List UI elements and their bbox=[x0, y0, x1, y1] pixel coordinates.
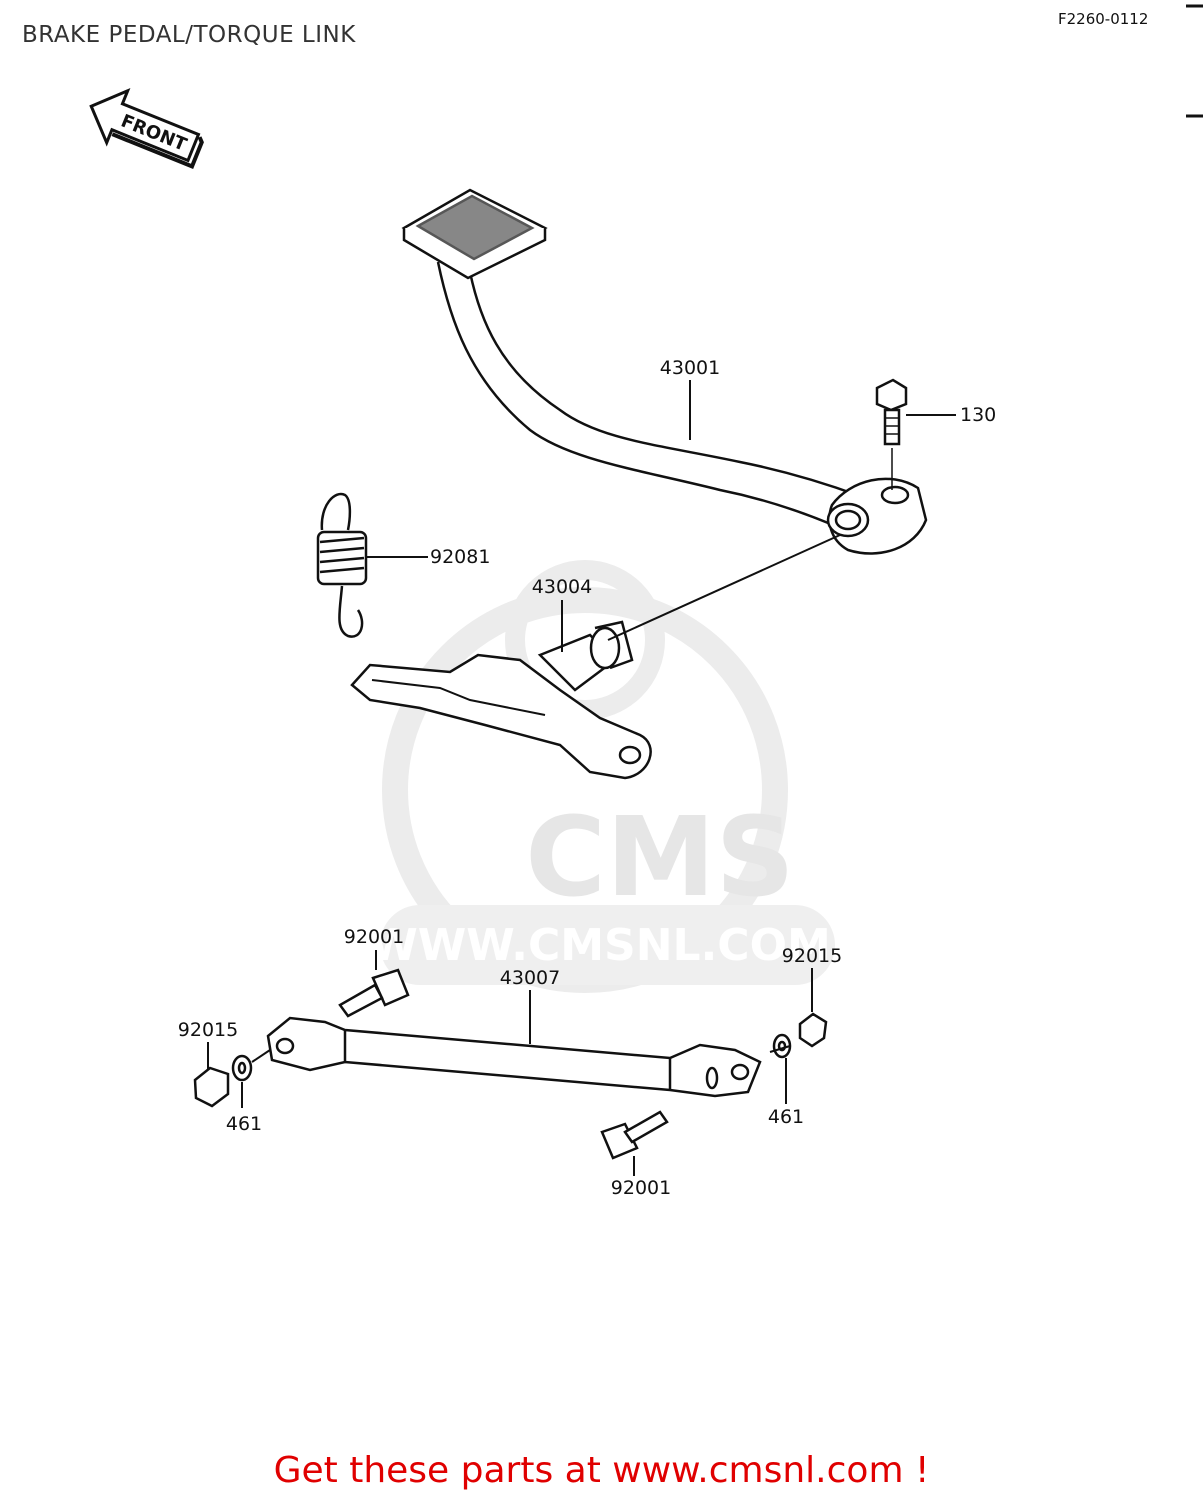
callout-43001: 43001 bbox=[660, 357, 720, 379]
callout-92001-top: 92001 bbox=[344, 926, 404, 948]
nut-left bbox=[193, 1066, 230, 1108]
bolt-130 bbox=[875, 378, 908, 490]
brake-pedal bbox=[401, 188, 928, 555]
nut-right bbox=[798, 1012, 828, 1048]
bolt-92001-top bbox=[338, 968, 410, 1018]
callout-92015-left: 92015 bbox=[178, 1019, 238, 1041]
cms-watermark: CMS WWW.CMSNL.COM bbox=[369, 560, 835, 993]
callout-92015-right: 92015 bbox=[782, 945, 842, 967]
callout-461-right: 461 bbox=[768, 1106, 804, 1128]
watermark-logo-text: CMS bbox=[525, 793, 794, 921]
washer-right bbox=[772, 1033, 792, 1059]
edge-marks bbox=[1186, 4, 1203, 118]
figure-code: F2260-0112 bbox=[1058, 10, 1149, 28]
watermark-url-text: WWW.CMSNL.COM bbox=[369, 920, 831, 971]
callout-130: 130 bbox=[960, 404, 996, 426]
return-spring bbox=[316, 492, 368, 638]
page-title: BRAKE PEDAL/TORQUE LINK bbox=[22, 22, 356, 48]
front-arrow-icon: FRONT bbox=[89, 88, 204, 170]
footer-cta-link[interactable]: Get these parts at www.cmsnl.com ! bbox=[273, 1450, 930, 1491]
bolt-92001-bottom bbox=[600, 1110, 669, 1160]
callout-92001-bottom: 92001 bbox=[611, 1177, 671, 1199]
callout-43004: 43004 bbox=[532, 576, 592, 598]
leader-lines bbox=[207, 380, 956, 1176]
callout-92081: 92081 bbox=[430, 546, 490, 568]
torque-link bbox=[266, 1016, 762, 1098]
washer-left bbox=[231, 1054, 253, 1082]
brake-shaft-lever bbox=[350, 620, 652, 780]
callout-43007: 43007 bbox=[500, 967, 560, 989]
callout-461-left: 461 bbox=[226, 1113, 262, 1135]
